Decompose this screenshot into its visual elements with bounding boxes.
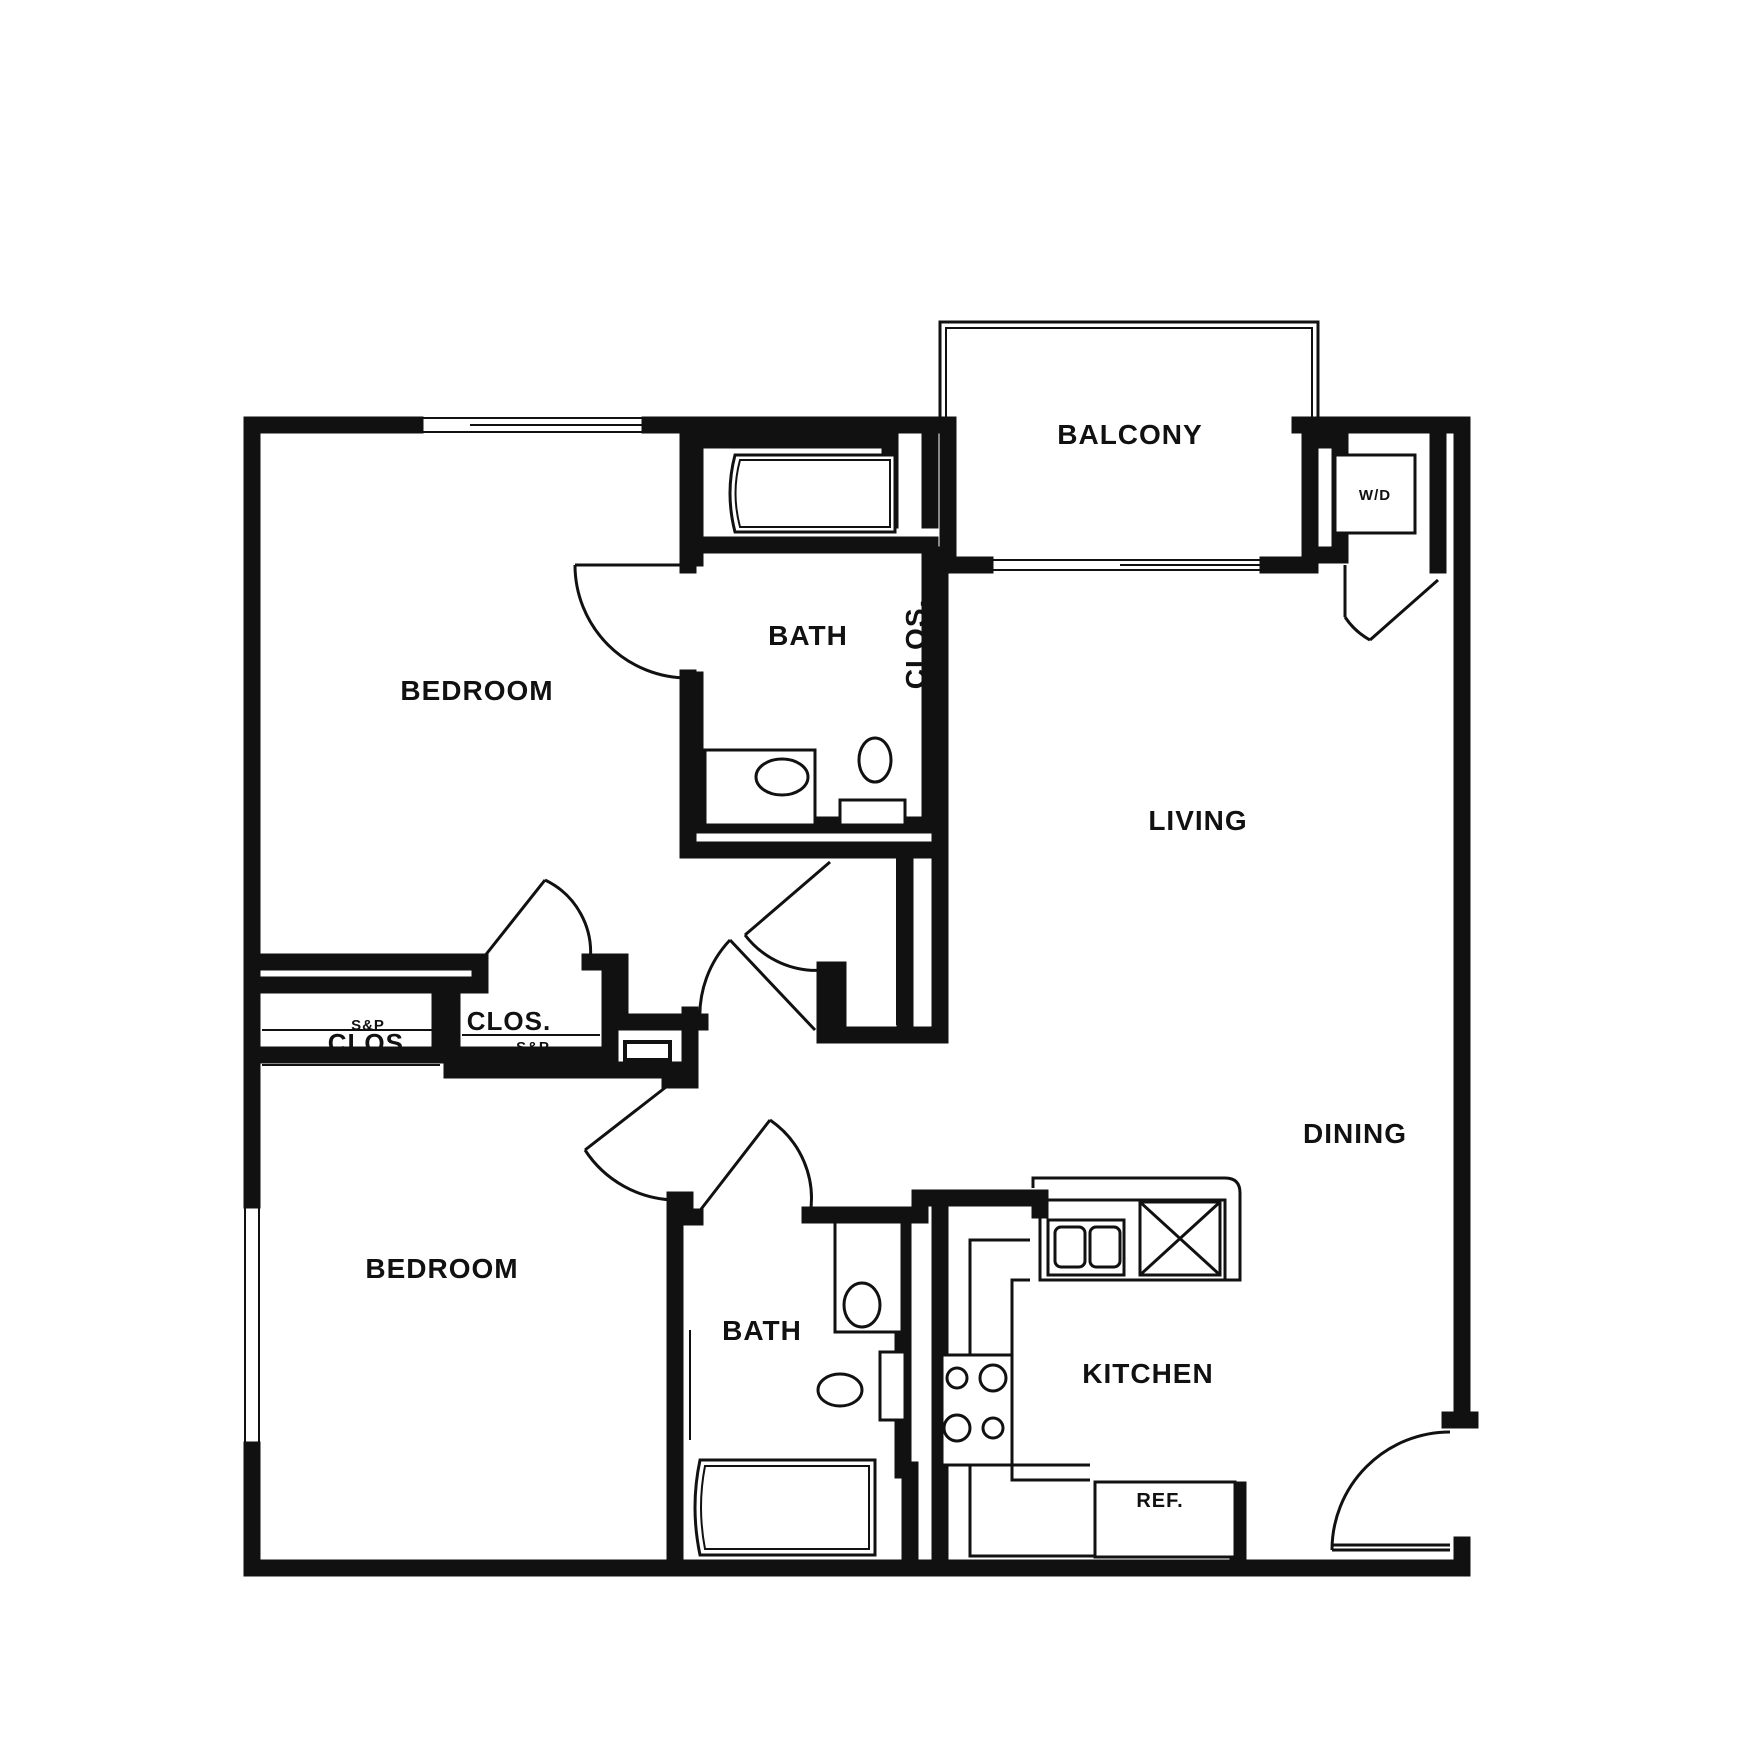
kitchen-label: KITCHEN xyxy=(1082,1358,1213,1389)
bath-lower-label: BATH xyxy=(722,1315,802,1346)
closet-shelves xyxy=(262,858,898,1066)
doors xyxy=(478,563,1479,1552)
wd-closet xyxy=(1301,416,1447,574)
bedroom-upper-label: BEDROOM xyxy=(400,675,553,706)
balcony-slider xyxy=(939,416,1319,574)
ref-label: REF. xyxy=(1136,1490,1183,1512)
dining-label: DINING xyxy=(1303,1118,1407,1149)
balcony-railing xyxy=(938,320,1320,422)
clos-left-label: CLOS. xyxy=(328,1028,412,1058)
clos-hall-label: CLOS. xyxy=(900,599,931,690)
wd-label: W/D xyxy=(1359,487,1391,504)
interior-walls xyxy=(243,431,1247,1577)
balcony-label: BALCONY xyxy=(1057,419,1202,450)
clos-mid-label: CLOS. xyxy=(467,1006,551,1036)
sp-mid-label: S&P xyxy=(516,1039,550,1056)
bath-upper-label: BATH xyxy=(768,620,848,651)
sp-left-label: S&P xyxy=(351,1017,385,1034)
bedroom-lower-label: BEDROOM xyxy=(365,1253,518,1284)
living-label: LIVING xyxy=(1148,805,1247,836)
upper-bath-fixtures xyxy=(703,453,907,827)
kitchen-fixtures xyxy=(940,1176,1242,1559)
lower-bath-fixtures xyxy=(689,1220,907,1557)
